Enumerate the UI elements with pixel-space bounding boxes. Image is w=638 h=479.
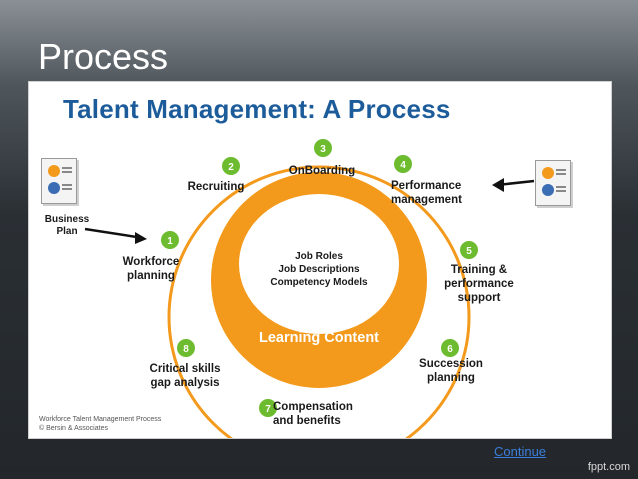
step-number-2: 2 <box>228 162 234 173</box>
step-label-5: Training & performance support <box>444 264 514 304</box>
diagram-credit: Workforce Talent Management Process © Be… <box>39 416 162 432</box>
step-label-2: Recruiting <box>187 181 245 193</box>
step-label-6: Succession planning <box>419 358 483 384</box>
step-badge-3: 3 <box>312 137 334 159</box>
step-badge-7: 7 <box>257 397 279 419</box>
step-number-3: 3 <box>320 144 326 155</box>
step-badge-1: 1 <box>159 229 181 251</box>
step-label-1: Workforce planning <box>122 256 180 282</box>
center-line-competency-models: Competency Models <box>270 277 368 288</box>
step-badge-2: 2 <box>220 155 242 177</box>
step-badge-4: 4 <box>392 153 414 175</box>
center-line-job-roles: Job Roles <box>295 251 343 262</box>
business-plan-label: Business Plan <box>44 214 90 237</box>
document-icon-left <box>41 158 77 204</box>
step-label-7: Compensation and benefits <box>273 401 353 427</box>
step-badge-8: 8 <box>175 337 197 359</box>
learning-content-core <box>239 194 399 334</box>
step-badge-6: 6 <box>439 337 461 359</box>
business-plan-arrow <box>84 227 147 244</box>
slide-title: Process <box>38 36 169 77</box>
step-label-3: OnBoarding <box>288 165 356 177</box>
step-number-1: 1 <box>167 236 173 247</box>
learning-content-label: Learning Content <box>258 330 380 346</box>
step-number-8: 8 <box>183 344 189 355</box>
continue-link[interactable]: Continue <box>494 444 547 459</box>
step-number-5: 5 <box>466 246 472 257</box>
step-label-8: Critical skills gap analysis <box>149 363 221 389</box>
footer-brand: fppt.com <box>587 461 630 473</box>
center-text: Job Roles Job Descriptions Competency Mo… <box>249 250 389 289</box>
step-label-4: Performance management <box>391 180 462 206</box>
step-number-6: 6 <box>447 344 453 355</box>
center-line-job-descriptions: Job Descriptions <box>278 264 360 275</box>
diagram-panel: Talent Management: A Process 1 2 3 4 5 6 7 8 <box>28 81 612 439</box>
performance-arrow <box>492 178 535 192</box>
process-cycle-graphic: 1 2 3 4 5 6 7 8 <box>84 137 535 438</box>
cycle-ring <box>167 165 471 438</box>
document-icon-right <box>535 160 571 206</box>
step-number-7: 7 <box>265 404 271 415</box>
diagram-title: Talent Management: A Process <box>63 94 451 124</box>
step-number-4: 4 <box>400 160 406 171</box>
step-badge-5: 5 <box>458 239 480 261</box>
